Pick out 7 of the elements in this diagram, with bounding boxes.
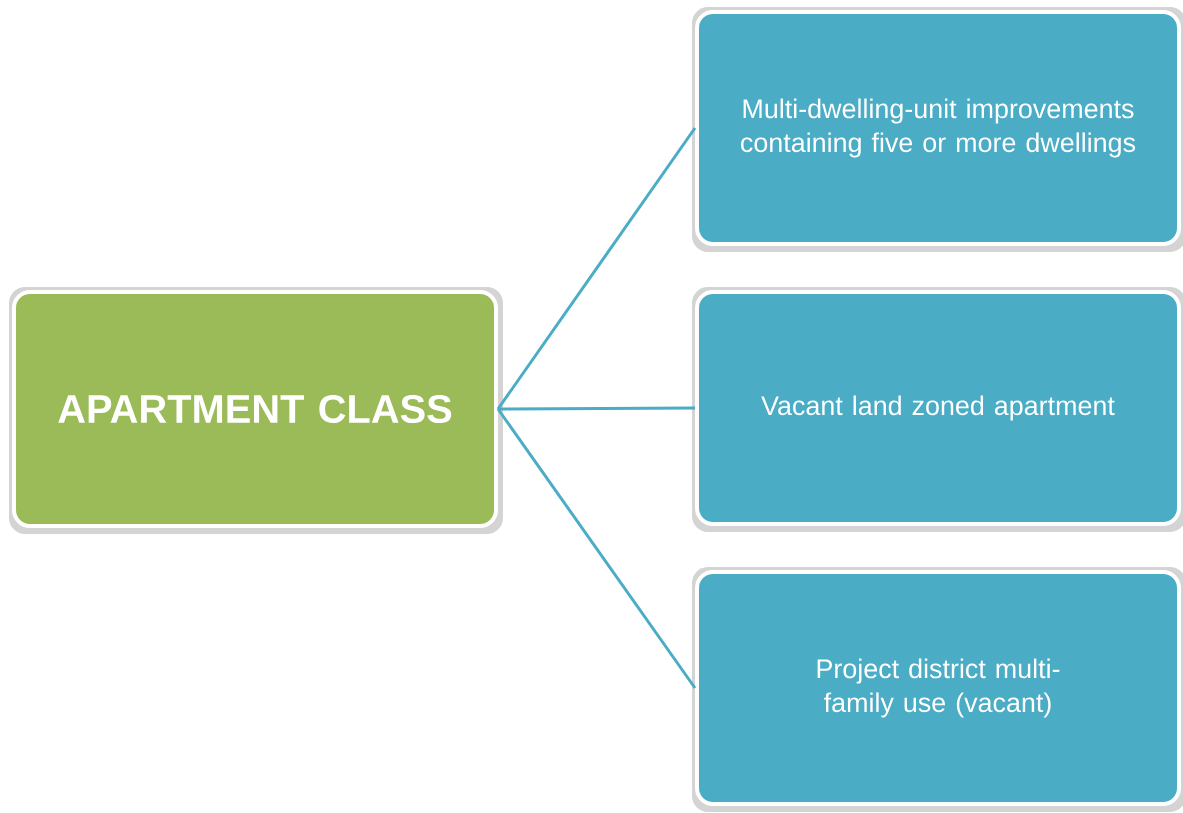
item-box: Multi-dwelling-unit improvements containing five or more dwellings bbox=[692, 7, 1183, 252]
connector-line bbox=[496, 127, 697, 410]
item-box: Vacant land zoned apartment bbox=[692, 287, 1183, 532]
connector-line bbox=[496, 408, 697, 689]
item-box: Project district multi-family use (vacant) bbox=[692, 567, 1183, 812]
connector-line bbox=[498, 406, 695, 411]
category-box: APARTMENT CLASS bbox=[9, 287, 503, 534]
